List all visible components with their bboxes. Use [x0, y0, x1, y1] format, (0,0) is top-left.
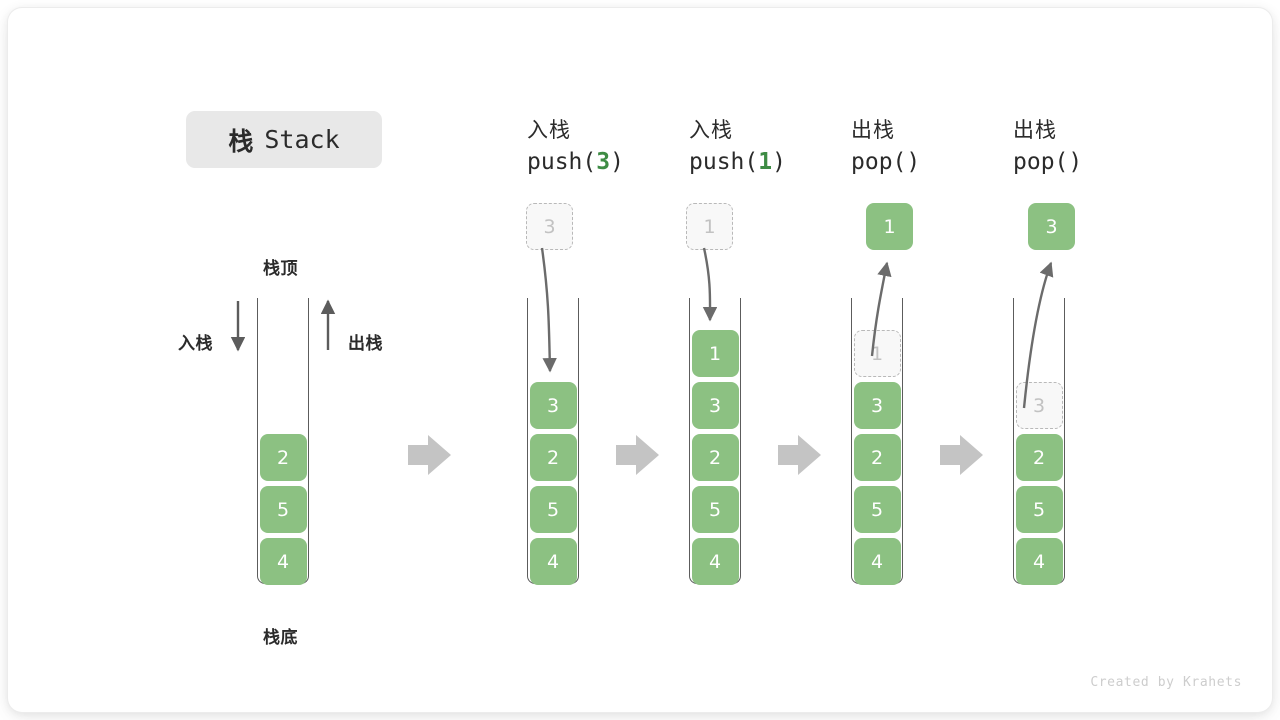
incoming-ghost-item: 1 [686, 203, 733, 250]
label-pop-side: 出栈 [348, 334, 383, 353]
credit-text: Created by Krahets [1090, 675, 1242, 690]
diagram-canvas: 栈 Stack 栈顶 栈底 入栈 出栈 入栈 push(3) 入栈 push(1… [8, 8, 1272, 712]
stack-item: 4 [1015, 538, 1063, 585]
popped-ghost-item: 1 [853, 330, 901, 377]
stack-item: 4 [259, 538, 307, 585]
stack-item: 4 [853, 538, 901, 585]
op-header-pop-3: 出栈 pop() [1013, 116, 1082, 178]
stack-item: 2 [853, 434, 901, 481]
stack-item: 2 [259, 434, 307, 481]
page-title-en: Stack [264, 125, 340, 154]
op-header-push-3: 入栈 push(3) [527, 116, 624, 178]
stack-item: 2 [691, 434, 739, 481]
op-header-cn: 出栈 [851, 119, 895, 142]
stack-item: 4 [529, 538, 577, 585]
stack-item: 5 [1015, 486, 1063, 533]
label-push-side: 入栈 [178, 334, 213, 353]
op-header-push-1: 入栈 push(1) [689, 116, 786, 178]
stack-item: 5 [853, 486, 901, 533]
stack-item: 5 [529, 486, 577, 533]
stack-item: 2 [529, 434, 577, 481]
outgoing-item: 1 [866, 203, 913, 250]
stack-item: 1 [691, 330, 739, 377]
op-header-code: push(1) [689, 149, 786, 175]
stack-item: 3 [529, 382, 577, 429]
stack-item: 3 [691, 382, 739, 429]
op-header-code: pop() [851, 149, 921, 175]
op-header-code: pop() [1013, 149, 1083, 175]
op-header-pop-1: 出栈 pop() [851, 116, 920, 178]
step-separator-arrow [408, 435, 451, 475]
op-header-cn: 出栈 [1013, 119, 1057, 142]
stack-item: 5 [691, 486, 739, 533]
label-stack-bottom: 栈底 [263, 628, 298, 647]
page-title: 栈 Stack [186, 111, 382, 168]
op-header-cn: 入栈 [689, 119, 733, 142]
stack-item: 5 [259, 486, 307, 533]
step-separator-arrow [616, 435, 659, 475]
popped-ghost-item: 3 [1015, 382, 1063, 429]
op-header-cn: 入栈 [527, 119, 571, 142]
op-header-code: push(3) [527, 149, 624, 175]
page-title-cn: 栈 [228, 127, 255, 156]
label-stack-top: 栈顶 [263, 259, 298, 278]
stack-item: 4 [691, 538, 739, 585]
stack-item: 2 [1015, 434, 1063, 481]
outgoing-item: 3 [1028, 203, 1075, 250]
incoming-ghost-item: 3 [526, 203, 573, 250]
step-separator-arrow [778, 435, 821, 475]
step-separator-arrow [940, 435, 983, 475]
stack-item: 3 [853, 382, 901, 429]
